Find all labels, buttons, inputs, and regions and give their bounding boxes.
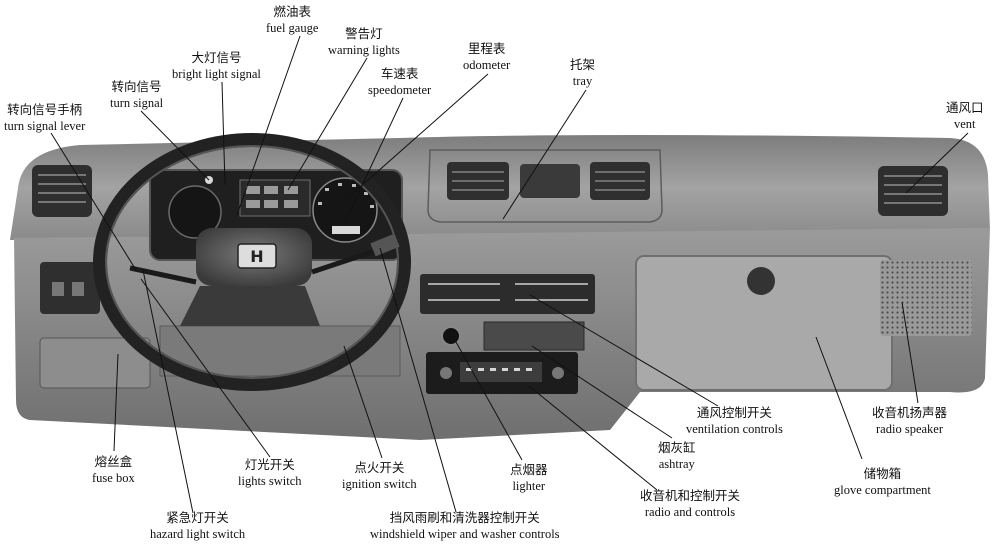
steering-wheel-rim [93,133,411,391]
fuse-box-panel [39,337,151,389]
ventilation-panel [420,274,595,314]
wheel-lower-spoke [180,286,320,326]
glove-lock [747,267,775,295]
ashtray-panel [483,321,585,351]
center-vent-mid [520,164,580,198]
tachometer-dial [168,185,222,239]
left-switch-panel [40,262,100,314]
warning-light-panel [239,179,311,217]
badge-text: H [250,247,263,266]
speaker-grille [880,260,972,336]
right-vent [878,166,948,216]
horn-badge [237,243,277,269]
tray-ledge [427,149,663,223]
lighter-knob [441,326,461,346]
speedometer-dial [312,177,378,243]
turn-signal-stalk [129,265,197,285]
left-vent [32,165,92,217]
odometer-window [332,226,360,234]
